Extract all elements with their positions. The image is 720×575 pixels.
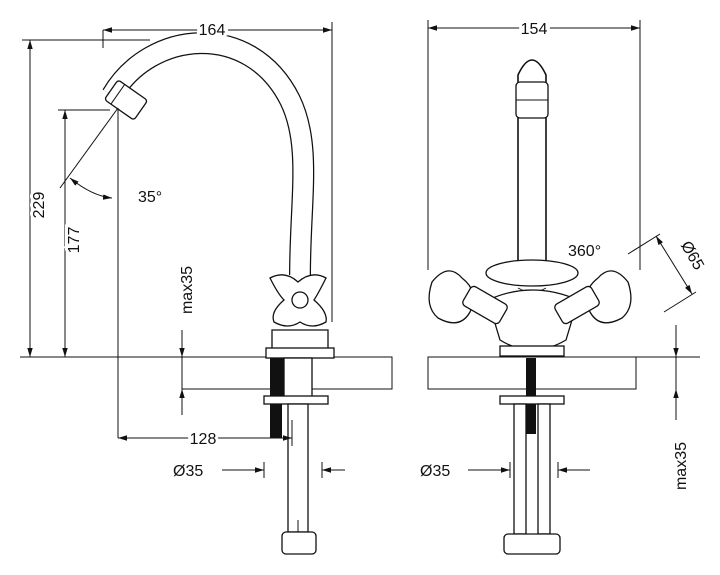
countertop-left xyxy=(20,356,393,390)
dim-164-label: 164 xyxy=(199,22,226,39)
dim-128: 128 xyxy=(118,420,293,451)
tap-body xyxy=(265,329,335,359)
dim-229: 229 xyxy=(22,39,150,357)
dim-229-label: 229 xyxy=(31,192,48,219)
dim-handle-65-label: Ø65 xyxy=(677,238,707,273)
dim-164: 164 xyxy=(102,19,333,322)
mount-shank-front xyxy=(263,357,329,555)
front-view: 164 229 177 35° max35 xyxy=(20,19,393,555)
aerator-nozzle xyxy=(104,80,148,120)
dim-angle-35: 35° xyxy=(59,107,162,438)
spout-side xyxy=(515,59,549,285)
dim-max35-side-label: max35 xyxy=(673,442,690,490)
dim-154: 154 xyxy=(427,18,641,270)
dim-max35-side: max35 xyxy=(673,325,690,490)
dim-max35-front-label: max35 xyxy=(179,266,196,314)
dim-max35-front: max35 xyxy=(179,266,196,415)
dim-angle-35-label: 35° xyxy=(138,189,162,206)
gooseneck-spout xyxy=(102,32,315,276)
mount-shank-side xyxy=(499,358,565,555)
dim-hole-35-side-label: Ø35 xyxy=(420,463,450,480)
dim-hole-35-side: Ø35 xyxy=(420,462,590,480)
dim-177: 177 xyxy=(58,109,110,357)
dim-128-label: 128 xyxy=(190,431,217,448)
cross-handle-left xyxy=(428,270,508,325)
side-view: 154 360° Ø65 Ø35 max35 xyxy=(420,18,707,555)
cross-handle-right xyxy=(554,270,632,325)
dim-hole-35-front-label: Ø35 xyxy=(173,463,203,480)
dim-177-label: 177 xyxy=(66,227,83,254)
dim-154-label: 154 xyxy=(521,21,548,38)
countertop-right xyxy=(427,356,700,390)
cross-handle-front xyxy=(269,274,327,327)
rotation-label: 360° xyxy=(568,243,601,260)
swivel-ring xyxy=(485,259,579,293)
dim-hole-35-front: Ø35 xyxy=(173,462,345,480)
